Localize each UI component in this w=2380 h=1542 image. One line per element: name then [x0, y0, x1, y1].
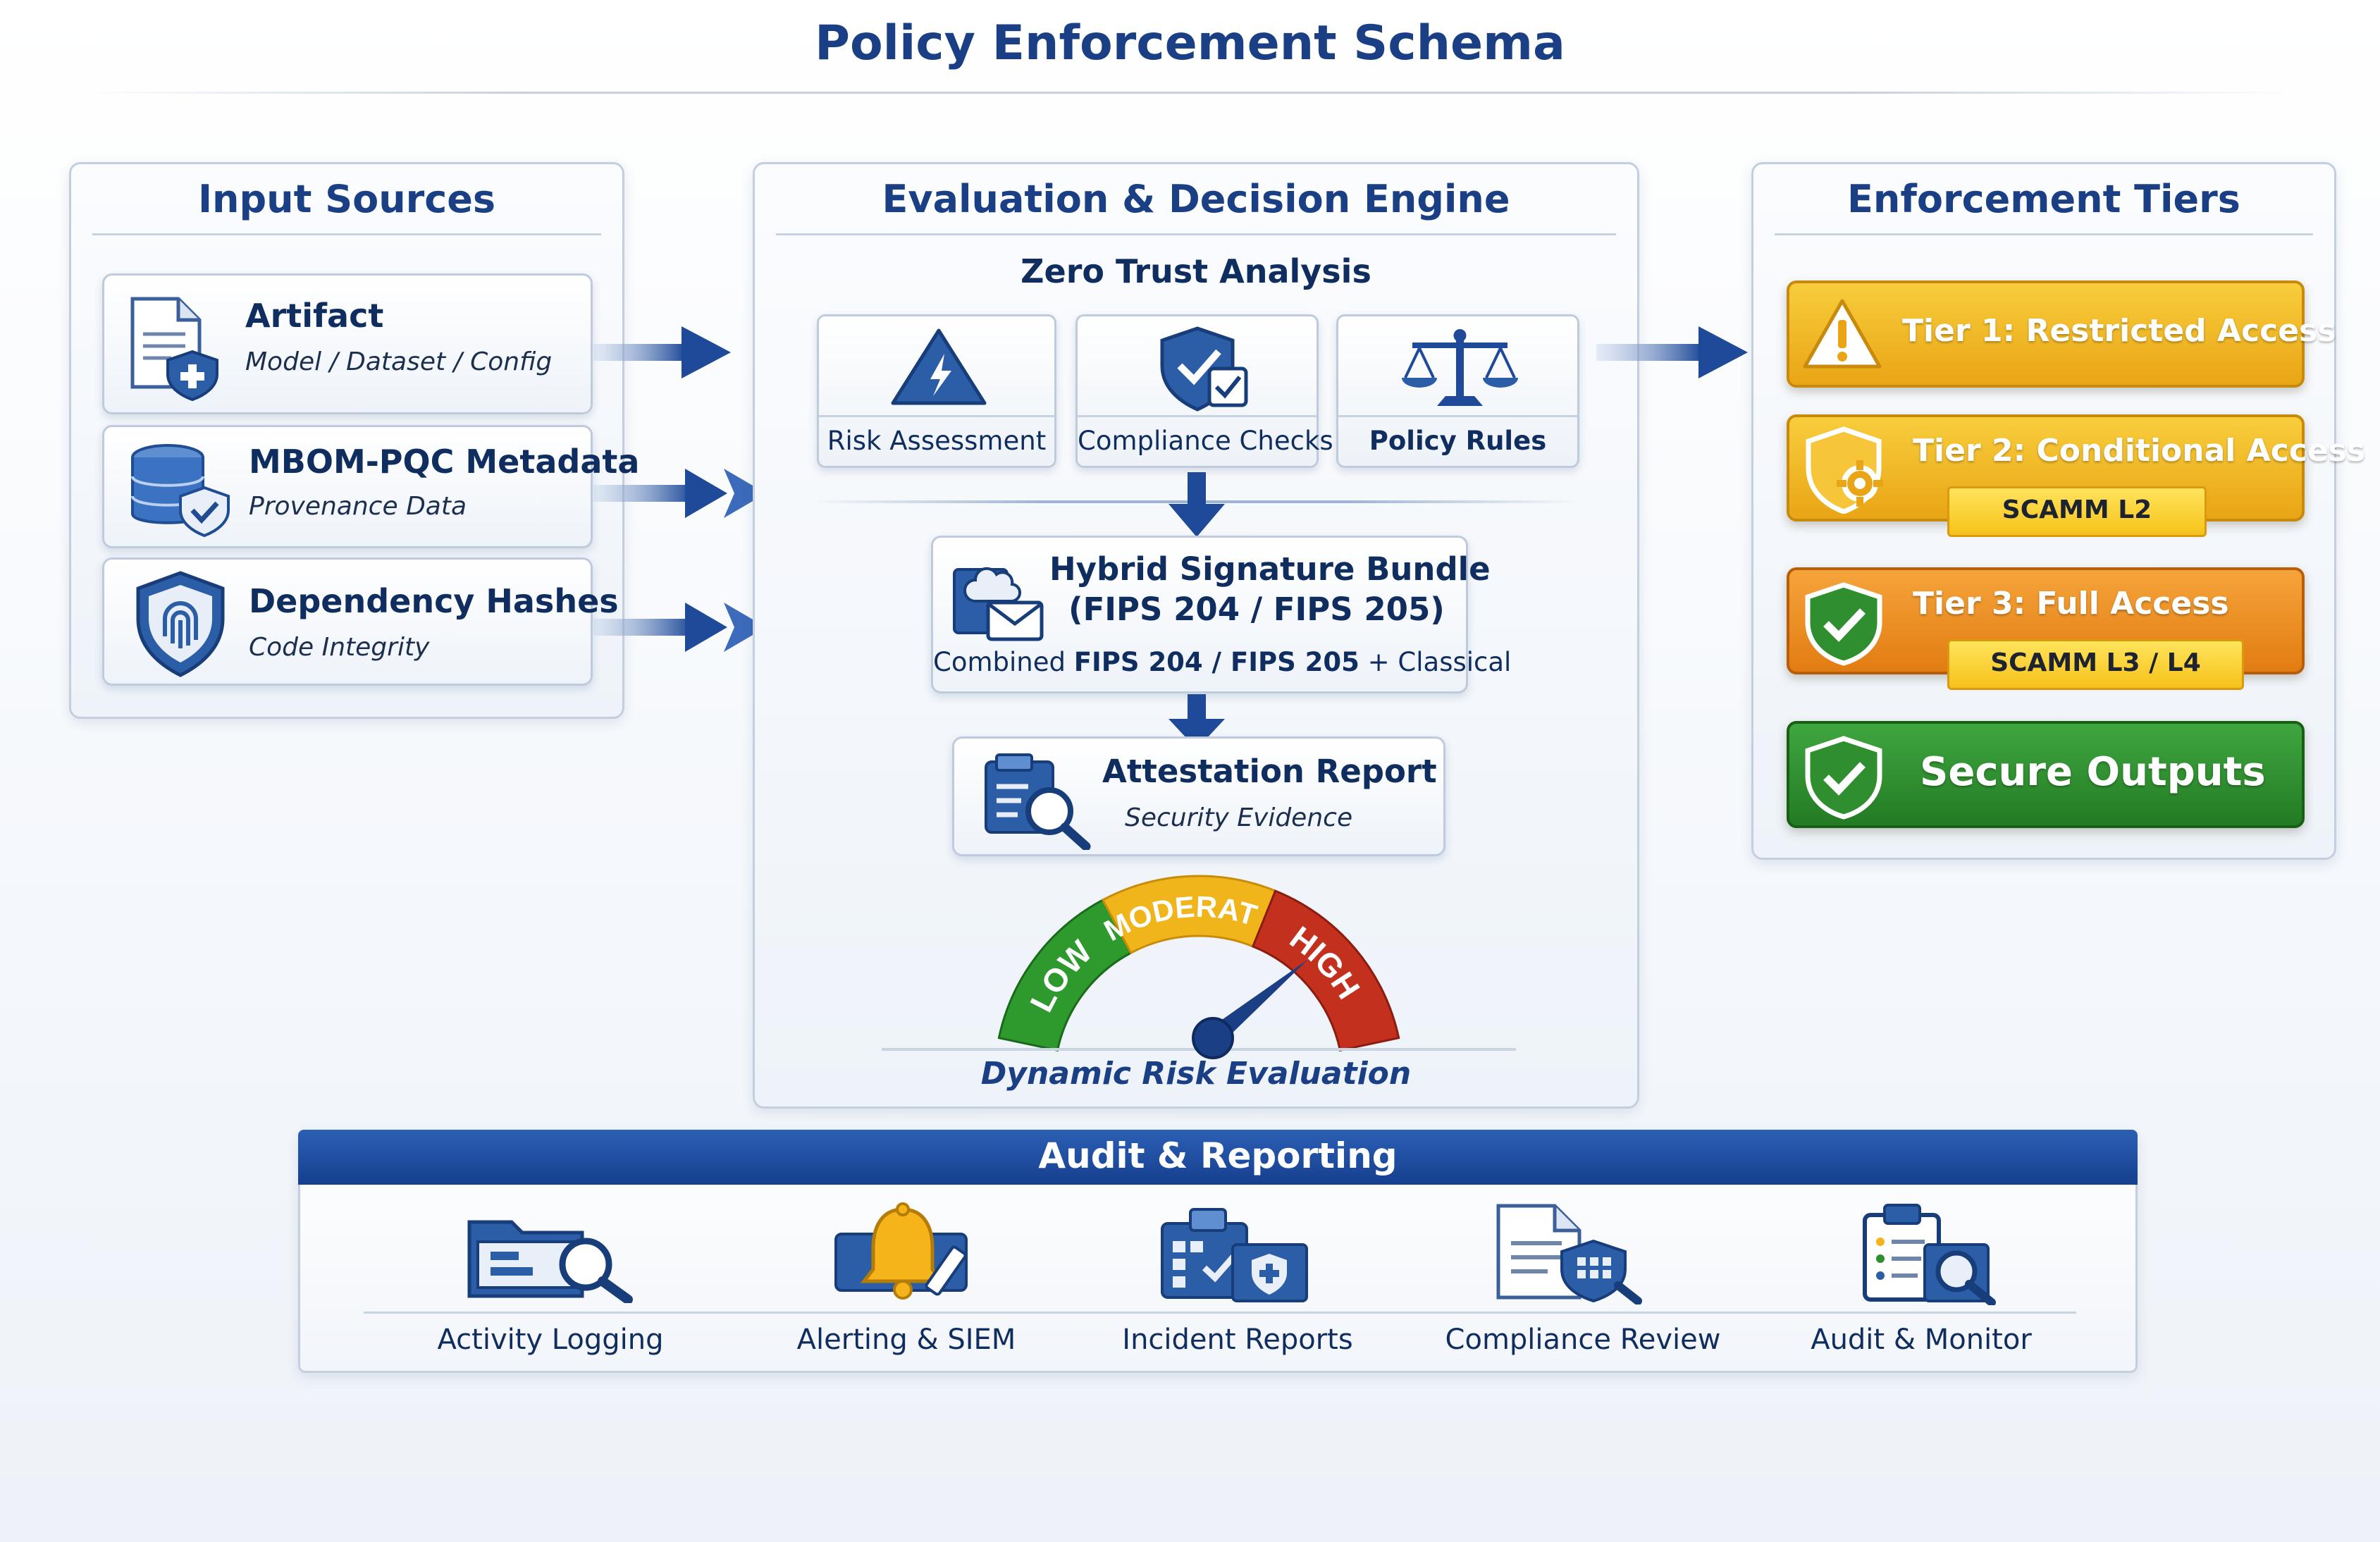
risk-gauge: LOW MODERATE HIGH: [868, 869, 1516, 1059]
flow-arrow-metadata: [593, 469, 766, 518]
input-sources-heading: Input Sources: [197, 177, 496, 221]
signature-title-line1: Hybrid Signature Bundle: [1049, 550, 1491, 588]
clipboard-magnifier-icon[interactable]: [1858, 1201, 1999, 1305]
gauge-caption: Dynamic Risk Evaluation: [980, 1056, 1412, 1092]
card-divider: [1078, 415, 1317, 417]
card-divider: [1338, 415, 1577, 417]
audit-reporting-panel: Audit & Reporting Activity Logging Alert…: [298, 1130, 2138, 1373]
signature-detail: Combined FIPS 204 / FIPS 205 + Classical: [933, 647, 1511, 677]
input-card-artifact[interactable]: Artifact Model / Dataset / Config: [102, 273, 593, 414]
bell-icon[interactable]: [832, 1202, 973, 1304]
signature-detail-suffix: + Classical: [1359, 647, 1512, 677]
tier-label: Tier 3: Full Access: [1913, 586, 2229, 622]
tiers-heading: Enforcement Tiers: [1847, 177, 2240, 221]
audit-header-bar: Audit & Reporting: [298, 1130, 2138, 1185]
shield-check-icon: [1805, 582, 1882, 666]
shield-check-icon: [1160, 326, 1248, 412]
tier-label: Secure Outputs: [1920, 749, 2266, 795]
audit-label: Audit & Monitor: [1811, 1324, 2032, 1356]
audit-label: Incident Reports: [1122, 1324, 1353, 1356]
input-card-title: MBOM-PQC Metadata: [249, 443, 640, 481]
check-card-risk[interactable]: Risk Assessment: [817, 314, 1056, 468]
check-label: Risk Assessment: [827, 426, 1047, 456]
gauge-needle: [1207, 959, 1308, 1046]
scamm-badge: SCAMM L3 / L4: [1947, 639, 2244, 690]
audit-label: Compliance Review: [1445, 1324, 1721, 1356]
attestation-report-card[interactable]: Attestation Report Security Evidence: [952, 736, 1445, 856]
shield-check-icon: [1805, 736, 1882, 820]
tier-1-restricted[interactable]: Tier 1: Restricted Access: [1787, 280, 2336, 388]
warning-triangle-icon: [891, 328, 987, 405]
report-magnifier-icon: [985, 753, 1091, 850]
audit-heading: Audit & Reporting: [1038, 1135, 1398, 1176]
tier-label: Tier 2: Conditional Access: [1913, 433, 2366, 469]
gauge-hub: [1192, 1017, 1234, 1059]
document-shield-icon: [130, 297, 218, 401]
decision-engine-panel: Evaluation & Decision Engine Zero Trust …: [753, 162, 1639, 1109]
flow-arrow-to-tiers: [1596, 326, 1748, 378]
down-arrow-icon: [1169, 694, 1225, 749]
input-card-mbom[interactable]: MBOM-PQC Metadata Provenance Data: [102, 425, 639, 548]
check-label: Compliance Checks: [1078, 426, 1333, 456]
audit-divider: [364, 1312, 2076, 1314]
down-arrow-icon: [1169, 472, 1225, 537]
signature-title-line2: (FIPS 204 / FIPS 205): [1068, 591, 1445, 628]
check-label: Policy Rules: [1369, 426, 1547, 456]
shield-gear-icon: [1806, 426, 1883, 514]
input-card-subtitle: Model / Dataset / Config: [245, 347, 553, 376]
calendar-shield-icon[interactable]: [1159, 1206, 1310, 1304]
engine-subheading: Zero Trust Analysis: [1021, 252, 1371, 290]
input-card-title: Artifact: [245, 297, 384, 335]
title-divider: [85, 92, 2295, 94]
attestation-title: Attestation Report: [1102, 753, 1437, 790]
flow-arrow-hashes: [593, 603, 766, 652]
panel-divider: [776, 233, 1616, 235]
document-shield-icon[interactable]: [1491, 1202, 1643, 1304]
scales-icon: [1402, 329, 1518, 406]
gauge-segment-high: [1251, 889, 1400, 1052]
input-sources-panel: Input Sources Artifact Model / Dataset /…: [69, 162, 639, 719]
audit-label: Activity Logging: [437, 1324, 664, 1356]
tier-label: Tier 1: Restricted Access: [1902, 313, 2336, 349]
page-title: Policy Enforcement Schema: [815, 16, 1565, 71]
input-card-dependency[interactable]: Dependency Hashes Code Integrity: [102, 557, 619, 686]
audit-label: Alerting & SIEM: [796, 1324, 1016, 1356]
panel-divider: [92, 233, 601, 235]
warning-icon: [1803, 299, 1882, 369]
cloud-mail-icon: [953, 567, 1044, 641]
check-card-compliance[interactable]: Compliance Checks: [1075, 314, 1333, 468]
scamm-badge: SCAMM L2: [1947, 486, 2207, 537]
enforcement-tiers-panel: Enforcement Tiers Tier 1: Restricted Acc…: [1751, 162, 2365, 860]
input-card-subtitle: Code Integrity: [249, 633, 430, 662]
card-divider: [819, 415, 1054, 417]
attestation-subtitle: Security Evidence: [1125, 803, 1353, 832]
input-card-title: Dependency Hashes: [249, 582, 619, 620]
tier-2-conditional[interactable]: Tier 2: Conditional Access SCAMM L2: [1787, 414, 2365, 537]
signature-bundle-card[interactable]: Hybrid Signature Bundle (FIPS 204 / FIPS…: [931, 536, 1511, 693]
signature-detail-standards: FIPS 204 / FIPS 205: [1073, 647, 1359, 677]
signature-detail-prefix: Combined: [933, 647, 1074, 677]
engine-heading: Evaluation & Decision Engine: [882, 177, 1510, 221]
fingerprint-shield-icon: [136, 571, 225, 677]
tier-3-full[interactable]: Tier 3: Full Access SCAMM L3 / L4: [1787, 567, 2305, 690]
database-shield-icon: [131, 444, 230, 538]
check-card-policy[interactable]: Policy Rules: [1336, 314, 1579, 468]
folder-magnifier-icon[interactable]: [462, 1208, 639, 1303]
input-card-subtitle: Provenance Data: [249, 492, 467, 521]
flow-arrow-artifact: [593, 326, 731, 378]
secure-outputs[interactable]: Secure Outputs: [1787, 721, 2305, 828]
panel-divider: [1775, 233, 2313, 235]
